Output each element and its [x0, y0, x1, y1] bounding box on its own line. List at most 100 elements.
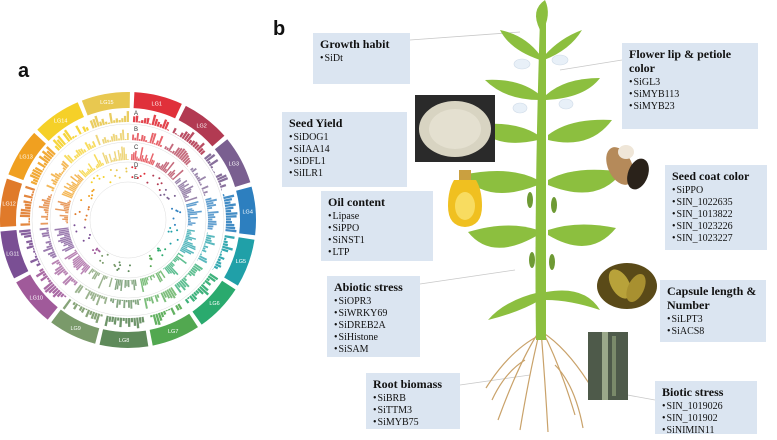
track-bar [164, 145, 168, 150]
track-bar [73, 281, 78, 286]
track-bar [172, 306, 175, 308]
gene-item: SiPPO [328, 223, 426, 235]
track-bar [75, 125, 82, 135]
track-bar [63, 240, 72, 245]
track-bar [186, 165, 189, 168]
track-bar [132, 116, 136, 123]
track-bar [191, 293, 198, 300]
track-bar [43, 201, 50, 205]
track-bar [218, 255, 225, 261]
track-bar [184, 198, 186, 201]
track-bar [75, 260, 85, 269]
track-bar [23, 194, 33, 199]
track-bar [121, 129, 125, 141]
track-bar [158, 293, 161, 295]
track-bar [135, 156, 138, 161]
track-point [87, 208, 90, 211]
track-bar [183, 195, 190, 199]
track-bar [207, 206, 213, 210]
capsules-photo [597, 263, 657, 309]
track-bar [85, 287, 88, 291]
track-bar [55, 208, 69, 212]
track-bar [220, 188, 223, 191]
track-bar [54, 266, 65, 275]
track-bar [76, 182, 80, 186]
track-point [125, 167, 128, 170]
track-point [114, 174, 117, 177]
track-ring [89, 181, 167, 259]
track-bar [194, 143, 200, 150]
track-bar [61, 193, 73, 199]
track-point [131, 176, 134, 179]
track-bar [147, 141, 150, 143]
track-bar [71, 181, 79, 187]
track-point [161, 254, 164, 257]
track-point [98, 250, 101, 253]
track-bar [134, 279, 137, 287]
track-bar [117, 159, 119, 161]
track-bar [159, 144, 163, 148]
track-point [148, 254, 151, 257]
track-bar [151, 160, 156, 166]
track-bar [19, 229, 31, 233]
track-bar [67, 243, 74, 247]
track-bar [167, 263, 179, 276]
track-bar [136, 299, 140, 306]
track-bar [105, 276, 108, 280]
track-bar [175, 255, 187, 265]
track-bar [41, 198, 51, 203]
track-bar [182, 276, 188, 282]
box-oil-content: Oil content LipaseSiPPOSiNST1LTP [321, 191, 433, 261]
track-bar [202, 281, 206, 285]
track-bar [83, 286, 86, 288]
track-bar [60, 162, 68, 169]
track-bar [186, 232, 192, 235]
track-bar [168, 143, 174, 152]
track-bar [192, 172, 195, 175]
track-bar [170, 307, 176, 316]
track-bar [187, 215, 191, 217]
track-bar [108, 276, 110, 278]
track-bar [54, 227, 69, 231]
track-bar [96, 163, 100, 168]
track-bar [130, 299, 133, 309]
track-bar [222, 194, 225, 197]
track-bar [182, 244, 188, 249]
track-bar [158, 165, 161, 169]
track-bar [180, 185, 194, 193]
track-bar [61, 160, 70, 168]
track-bar [181, 131, 188, 140]
track-bar [32, 168, 42, 176]
track-bar [182, 190, 192, 196]
plant-leaves [462, 0, 622, 320]
track-bar [62, 191, 74, 198]
roots [485, 329, 597, 433]
track-bar [34, 255, 38, 259]
gene-item: Lipase [328, 211, 426, 223]
track-bar [108, 316, 112, 323]
track-bar [78, 305, 83, 312]
track-bar [146, 117, 150, 125]
track-point [74, 213, 77, 216]
track-bar [46, 213, 49, 216]
ideogram-lg11 [0, 230, 29, 279]
track-bar [225, 220, 232, 224]
track-point [169, 227, 172, 230]
track-bar [191, 267, 198, 273]
track-bar [207, 216, 216, 219]
track-bar [174, 132, 178, 135]
track-bar [60, 293, 65, 298]
track-bar [137, 158, 140, 161]
track-bar [87, 289, 90, 291]
box-capsule-length-number: Capsule length & Number SiLPT3SiACS8 [660, 280, 766, 342]
track-bar [187, 272, 192, 277]
track-bar [202, 189, 204, 192]
track-bar [158, 271, 161, 274]
track-ring [31, 123, 225, 317]
track-bar [171, 150, 175, 154]
track-point [179, 211, 182, 214]
track-bar [100, 273, 102, 275]
box-biotic-stress: Biotic stress SIN_1019026SIN_101902SiNIM… [655, 381, 757, 436]
gene-item: SiACS8 [667, 326, 759, 338]
group-label: LG6 [209, 301, 219, 307]
